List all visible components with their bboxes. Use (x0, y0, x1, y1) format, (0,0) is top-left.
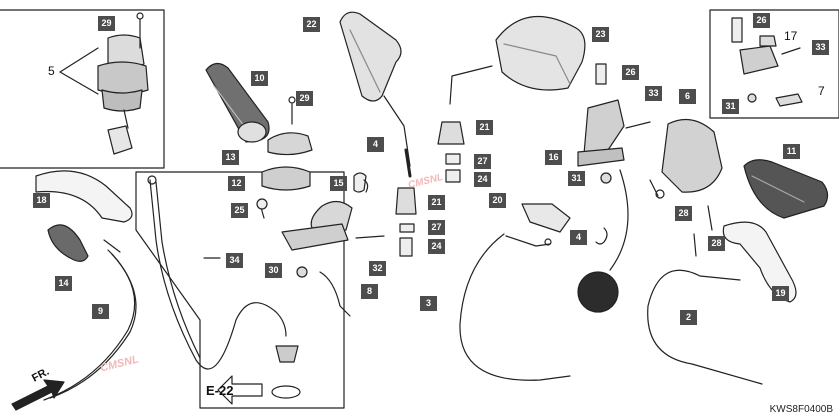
callout-33: 33 (645, 86, 662, 101)
callout-21: 21 (476, 120, 493, 135)
callout-2: 2 (680, 310, 697, 325)
callout-27: 27 (474, 154, 491, 169)
callout-23: 23 (592, 27, 609, 42)
callout-11: 11 (783, 144, 800, 159)
callout-24: 24 (474, 172, 491, 187)
clutch-cable-inner (49, 253, 137, 399)
callout-14: 14 (55, 276, 72, 291)
callout-19: 19 (772, 286, 789, 301)
callout-8: 8 (361, 284, 378, 299)
clutch-switch-inset-frame (709, 9, 839, 119)
callout-28: 28 (708, 236, 725, 251)
callout-22: 22 (303, 17, 320, 32)
callout-20: 20 (489, 193, 506, 208)
callout-29: 29 (296, 91, 313, 106)
brake-lever (722, 221, 797, 303)
callout-9: 9 (92, 304, 109, 319)
callout-28: 28 (675, 206, 692, 221)
callout-4: 4 (570, 230, 587, 245)
callout-12: 12 (228, 176, 245, 191)
left-switch-assembly (59, 12, 149, 155)
drawing-code: KWS8F0400B (769, 404, 833, 415)
callout-7: 7 (818, 84, 825, 98)
callout-34: 34 (226, 253, 243, 268)
clutch-perch-assembly (281, 172, 385, 317)
callout-31: 31 (568, 171, 585, 186)
right-switch-assembly (577, 118, 723, 313)
cable-routing-frame (135, 171, 345, 409)
callout-26: 26 (753, 13, 770, 28)
callout-21: 21 (428, 195, 445, 210)
choke-cable (647, 269, 763, 385)
callout-18: 18 (33, 193, 50, 208)
callout-33: 33 (812, 40, 829, 55)
callout-31: 31 (722, 99, 739, 114)
callout-27: 27 (428, 220, 445, 235)
clutch-lever-assembly (35, 170, 133, 262)
callout-26: 26 (622, 65, 639, 80)
callout-17: 17 (784, 29, 798, 43)
callout-24: 24 (428, 239, 445, 254)
callout-10: 10 (251, 71, 268, 86)
callout-13: 13 (222, 150, 239, 165)
brake-master-assembly (577, 63, 651, 184)
callout-6: 6 (679, 89, 696, 104)
callout-4: 4 (367, 137, 384, 152)
callout-32: 32 (369, 261, 386, 276)
callout-16: 16 (545, 150, 562, 165)
right-grip (743, 159, 829, 219)
callout-5: 5 (48, 64, 55, 78)
spacer-stack (395, 121, 465, 257)
switch-inset-frame (0, 9, 165, 169)
clutch-switch-parts (731, 17, 803, 107)
throttle-cable (149, 179, 287, 370)
callout-3: 3 (420, 296, 437, 311)
reference-label: E-22 (206, 383, 234, 398)
callout-25: 25 (231, 203, 248, 218)
callout-15: 15 (330, 176, 347, 191)
callout-29: 29 (98, 16, 115, 31)
callout-30: 30 (265, 263, 282, 278)
throttle-cable-right (459, 233, 571, 381)
left-grip-assembly (205, 62, 313, 219)
right-mirror-assembly (449, 15, 586, 105)
left-mirror-assembly (339, 11, 412, 178)
